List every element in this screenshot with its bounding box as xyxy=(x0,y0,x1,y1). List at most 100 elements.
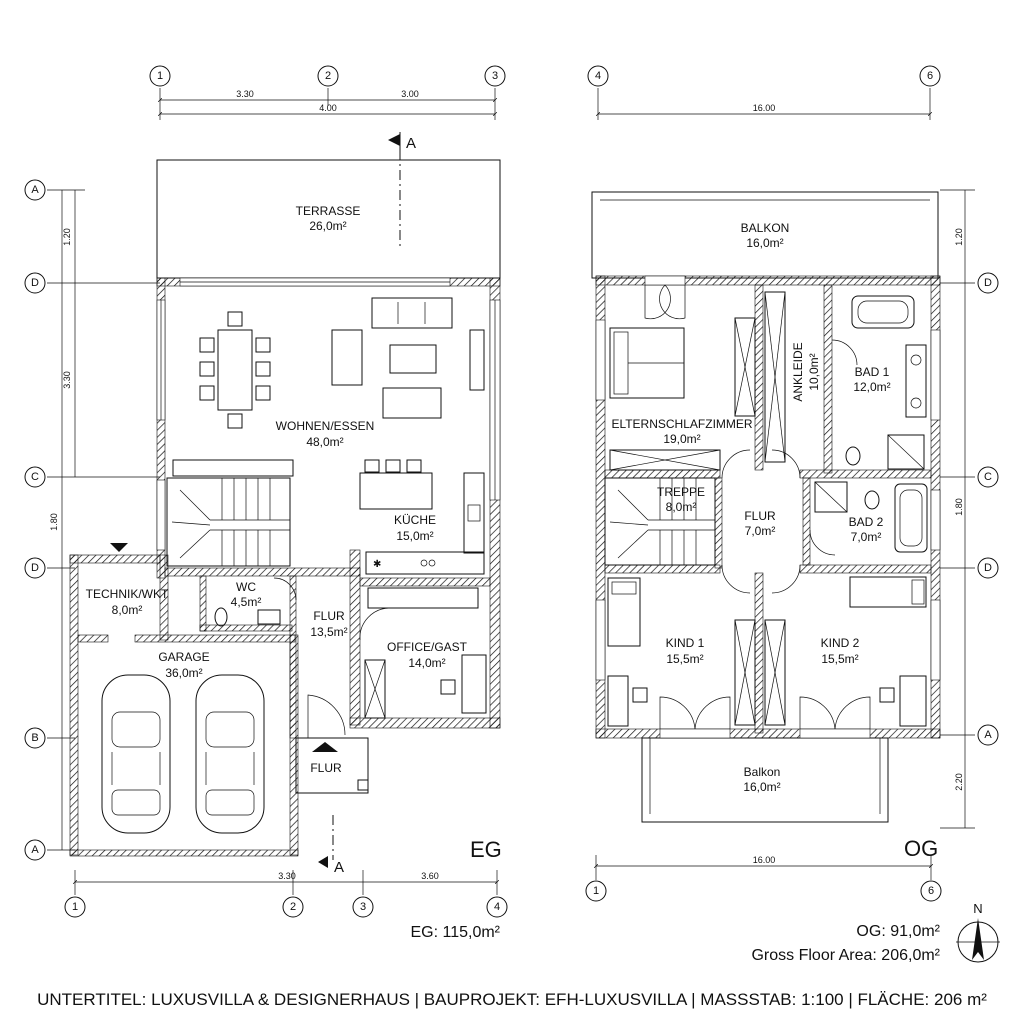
eg-grid-bubble-b2 xyxy=(282,896,304,918)
eg-grid-bottom-2: 2 xyxy=(290,901,296,913)
car-left-icon xyxy=(101,674,171,834)
eg-grid-label-1: 1 xyxy=(157,70,163,82)
og-grid-bottom-6: 6 xyxy=(928,885,934,897)
eg-dim-top-b: 4.00 xyxy=(319,103,337,113)
eg-room-office-area: 14,0m² xyxy=(408,656,445,670)
eg-top-dimensions: 3.30 4.00 3.00 1 2 3 xyxy=(149,65,506,120)
eg-floor-label: EG xyxy=(470,837,502,862)
og-room-treppe-name: TREPPE xyxy=(657,485,705,499)
eg-walls xyxy=(156,277,501,739)
og-room-bad1-area: 12,0m² xyxy=(853,380,890,394)
section-arrow-top-icon xyxy=(388,134,400,146)
og-balcony-top xyxy=(591,191,939,279)
og-dim-top: 16.00 xyxy=(753,103,776,113)
eg-dim-top-a: 3.30 xyxy=(236,89,254,99)
og-room-kind2-area: 15,5m² xyxy=(821,652,858,666)
eg-room-garage-name: GARAGE xyxy=(158,650,209,664)
eg-grid-bubble-b xyxy=(24,727,46,749)
og-room-bad2-name: BAD 2 xyxy=(849,515,884,529)
eg-room-terrasse-name: TERRASSE xyxy=(296,204,361,218)
eg-grid-bubble-1 xyxy=(149,65,171,87)
eg-room-kueche-name: KÜCHE xyxy=(394,513,436,527)
og-room-ankleide-area: 10,0m² xyxy=(807,353,821,390)
eg-grid-bubble-b3 xyxy=(352,896,374,918)
eg-grid-label-d: D xyxy=(31,277,39,289)
og-grid-bubble-6 xyxy=(919,65,941,87)
og-total-area: OG: 91,0m² xyxy=(856,923,940,940)
svg-text:✱: ✱ xyxy=(373,559,381,570)
kind1-furniture-icon xyxy=(607,577,756,727)
eg-room-terrasse-area: 26,0m² xyxy=(309,219,346,233)
eg-room-kueche-area: 15,0m² xyxy=(396,529,433,543)
og-grid-label-6: 6 xyxy=(927,70,933,82)
og-room-bad1-name: BAD 1 xyxy=(855,365,890,379)
eg-grid-label-a2: A xyxy=(31,844,39,856)
eg-left-dimensions: 1.20 3.30 1.80 A D C D B A xyxy=(24,179,160,861)
bad1-fixtures-icon xyxy=(845,295,927,470)
og-dim-bottom: 16.00 xyxy=(753,855,776,865)
eg-section-line: A A xyxy=(318,132,416,876)
og-grid-label-a: A xyxy=(984,729,992,741)
og-room-eltern-name: ELTERNSCHLAFZIMMER xyxy=(611,417,752,431)
eg-floor-plan: 3.30 4.00 3.00 1 2 3 A A xyxy=(24,65,508,941)
eg-grid-bubble-d xyxy=(24,272,46,294)
og-floor-plan: 16.00 4 6 1.20 1.80 2.20 D C D A xyxy=(585,65,999,964)
kind2-furniture-icon xyxy=(764,576,927,727)
og-room-kind2-name: KIND 2 xyxy=(821,636,860,650)
og-room-balkon-bottom-name: Balkon xyxy=(744,765,781,779)
og-grid-label-c: C xyxy=(984,471,992,483)
eg-room-entry-name: FLUR xyxy=(310,761,342,775)
gross-floor-area: Gross Floor Area: 206,0m² xyxy=(751,947,940,964)
eg-grid-label-d2: D xyxy=(31,562,39,574)
eg-dim-bottom-a: 3.30 xyxy=(278,871,296,881)
eg-grid-bubble-b4 xyxy=(486,896,508,918)
eg-room-wohnen-name: WOHNEN/ESSEN xyxy=(276,419,375,433)
eg-room-technik-name: TECHNIK/WKT xyxy=(86,587,169,601)
og-grid-label-d2: D xyxy=(984,562,992,574)
og-staircase-icon xyxy=(604,477,716,566)
wc-fixtures-icon xyxy=(214,577,297,627)
kitchen-island-icon: ✱ xyxy=(359,459,485,575)
eg-dim-top-c: 3.00 xyxy=(401,89,419,99)
bad2-fixtures-icon xyxy=(814,481,928,553)
double-bed-icon xyxy=(609,327,685,399)
eg-total-area: EG: 115,0m² xyxy=(410,924,500,941)
eg-grid-label-b: B xyxy=(31,732,38,744)
eg-grid-bubble-d2 xyxy=(24,557,46,579)
og-dim-right-a: 1.20 xyxy=(954,228,964,246)
og-grid-label-4: 4 xyxy=(595,70,601,82)
og-grid-bubble-d xyxy=(977,272,999,294)
garage-entrance-arrow-icon xyxy=(110,543,128,552)
eg-room-wohnen-area: 48,0m² xyxy=(306,435,343,449)
section-arrow-bottom-icon xyxy=(318,856,328,868)
eg-garage-block xyxy=(69,543,299,857)
eg-grid-bottom-4: 4 xyxy=(494,901,500,913)
drawing-subtitle: UNTERTITEL: LUXUSVILLA & DESIGNERHAUS | … xyxy=(37,990,987,1009)
og-grid-bubble-d2 xyxy=(977,557,999,579)
eg-bottom-dimensions: 3.30 3.60 1 2 3 4 xyxy=(64,870,508,918)
og-room-eltern-area: 19,0m² xyxy=(663,432,700,446)
eg-dim-left-a: 1.20 xyxy=(62,228,72,246)
eg-section-label-top: A xyxy=(406,135,416,152)
og-walls xyxy=(595,275,941,739)
car-right-icon xyxy=(195,674,265,834)
eg-section-label-bottom: A xyxy=(334,859,344,876)
sofa-set-icon xyxy=(331,297,485,419)
og-grid-bubble-a xyxy=(977,724,999,746)
og-room-balkon-top-name: BALKON xyxy=(741,221,790,235)
eg-grid-bubble-c xyxy=(24,466,46,488)
eg-grid-bottom-3: 3 xyxy=(360,901,366,913)
og-room-bad2-area: 7,0m² xyxy=(851,530,882,544)
eg-grid-label-c: C xyxy=(31,471,39,483)
eg-grid-label-3: 3 xyxy=(492,70,498,82)
og-grid-bubble-4 xyxy=(587,65,609,87)
og-room-kind1-name: KIND 1 xyxy=(666,636,705,650)
dining-table-icon xyxy=(199,311,271,429)
entrance-arrow-icon xyxy=(312,742,338,752)
office-furniture-icon xyxy=(359,607,487,719)
og-grid-bubble-b6 xyxy=(920,880,942,902)
eg-room-flur-area: 13,5m² xyxy=(310,625,347,639)
eg-staircase-icon xyxy=(166,477,291,567)
north-label: N xyxy=(973,901,982,916)
wardrobe-icon xyxy=(609,291,786,471)
